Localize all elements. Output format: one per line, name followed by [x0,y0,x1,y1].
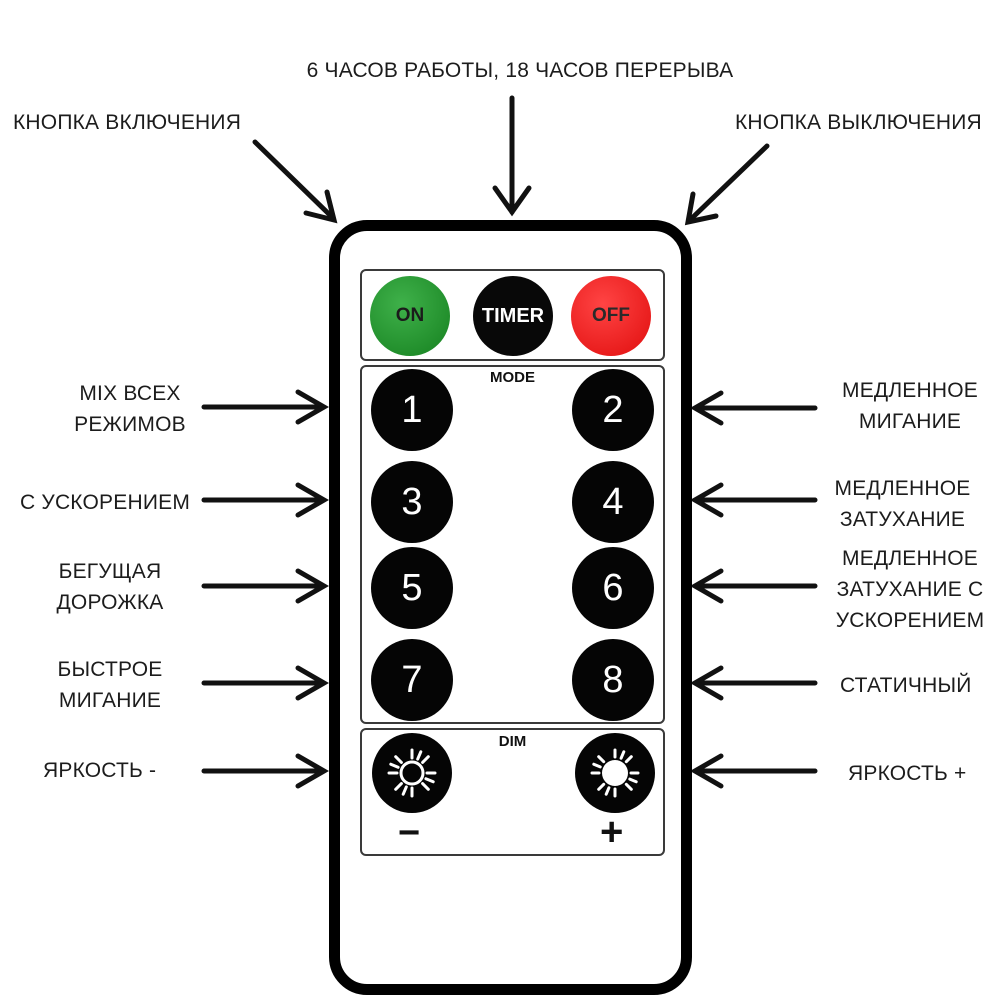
mode-button-8[interactable]: 8 [572,639,654,721]
mode-button-2[interactable]: 2 [572,369,654,451]
label-mode-8: СТАТИЧНЫЙ [840,674,972,697]
arrow-icon [295,753,330,789]
mode-button-3[interactable]: 3 [371,461,453,543]
sun-outline-icon [387,748,437,798]
label-mode-3: С УСКОРЕНИЕМ [20,491,191,514]
arrow-icon [295,665,330,701]
arrow-icon [687,143,770,223]
brightness-up-button[interactable] [575,733,655,813]
mode-title: MODE [490,369,535,386]
brightness-down-button[interactable] [372,733,452,813]
label-dim-plus: ЯРКОСТЬ + [848,762,967,785]
arrow-icon [492,185,532,217]
arrow-icon [295,389,330,425]
arrow-icon [252,139,336,221]
on-button[interactable]: ON [370,276,450,356]
timer-button[interactable]: TIMER [473,276,553,356]
arrow-icon [689,568,724,604]
mode-button-5[interactable]: 5 [371,547,453,629]
arrow-icon [684,191,719,226]
arrow-icon [689,753,724,789]
arrow-icon [689,665,724,701]
power-section: ON TIMER OFF [360,269,665,361]
off-label: КНОПКА ВЫКЛЮЧЕНИЯ [735,111,982,134]
mode-button-7[interactable]: 7 [371,639,453,721]
mode-button-4[interactable]: 4 [572,461,654,543]
plus-sign: + [600,810,624,854]
remote-control: ON TIMER OFF MODE 1 2 3 4 5 6 7 8 DIM [329,220,692,995]
arrow-icon [295,568,330,604]
on-label: КНОПКА ВКЛЮЧЕНИЯ [13,111,242,134]
dim-section: DIM [360,728,665,856]
timer-label: 6 ЧАСОВ РАБОТЫ, 18 ЧАСОВ ПЕРЕРЫВА [306,59,734,82]
dim-title: DIM [498,733,527,750]
label-dim-minus: ЯРКОСТЬ - [43,759,157,782]
arrow-icon [689,482,724,518]
mode-button-1[interactable]: 1 [371,369,453,451]
arrow-icon [295,482,330,518]
mode-section: MODE 1 2 3 4 5 6 7 8 [360,365,665,724]
off-button[interactable]: OFF [571,276,651,356]
minus-sign: − [398,812,421,854]
arrow-icon [689,390,724,426]
arrow-icon [303,189,338,224]
sun-filled-icon [590,748,640,798]
mode-button-6[interactable]: 6 [572,547,654,629]
